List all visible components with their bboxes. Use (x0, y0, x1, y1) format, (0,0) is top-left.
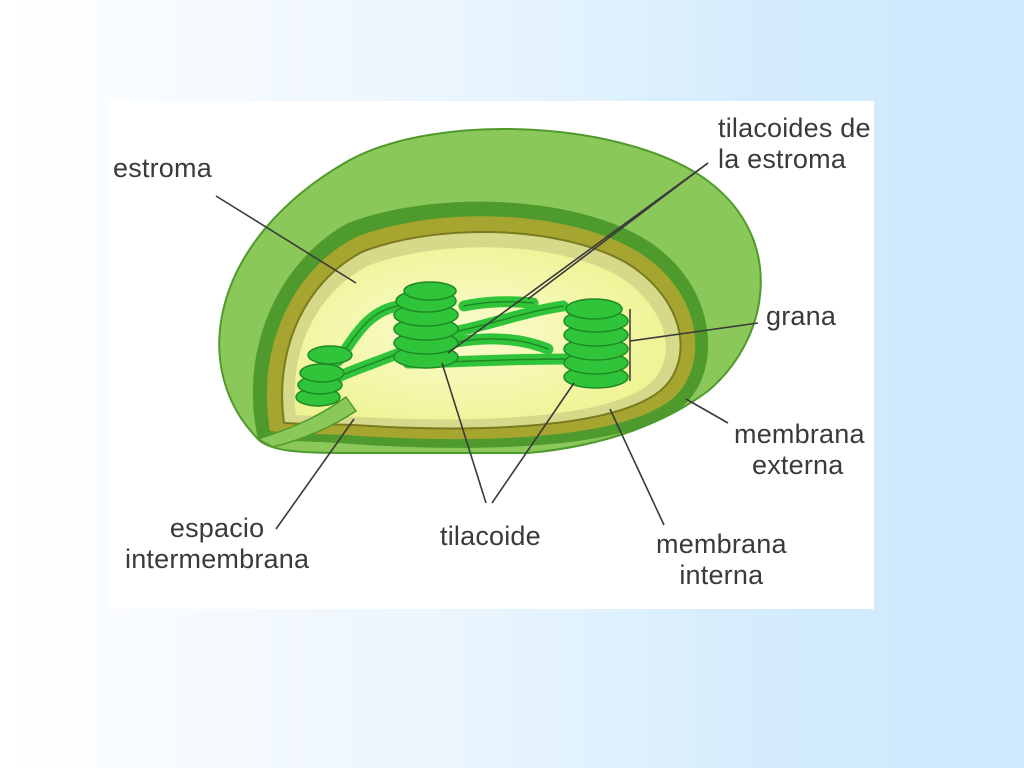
label-membrana-interna-line1: membrana (656, 529, 787, 559)
label-membrana-externa: membrana externa (734, 419, 865, 481)
granum-right (563, 298, 629, 389)
label-grana: grana (766, 301, 837, 331)
label-membrana-externa-line2: externa (752, 450, 844, 480)
label-tilacoides-estroma-line2: la estroma (718, 144, 847, 174)
label-espacio-intermembrana: espacio intermembrana (125, 513, 309, 575)
label-tilacoide: tilacoide (440, 521, 541, 551)
granum-left (295, 345, 353, 407)
label-tilacoides-estroma: tilacoides de la estroma (718, 113, 871, 175)
label-membrana-interna-line2: interna (679, 560, 764, 590)
label-membrana-interna: membrana interna (656, 529, 787, 591)
diagram-panel: estroma tilacoides de la estroma grana m… (108, 101, 874, 609)
label-estroma: estroma (113, 153, 212, 183)
label-espacio-intermembrana-line2: intermembrana (125, 544, 310, 574)
leader-lines (215, 162, 759, 530)
cut-notch (256, 395, 358, 448)
label-tilacoides-estroma-line1: tilacoides de (718, 113, 871, 143)
label-espacio-intermembrana-line1: espacio (169, 513, 265, 543)
label-membrana-externa-line1: membrana (734, 419, 865, 449)
chloroplast-diagram (215, 128, 762, 530)
granum-middle (393, 281, 459, 369)
